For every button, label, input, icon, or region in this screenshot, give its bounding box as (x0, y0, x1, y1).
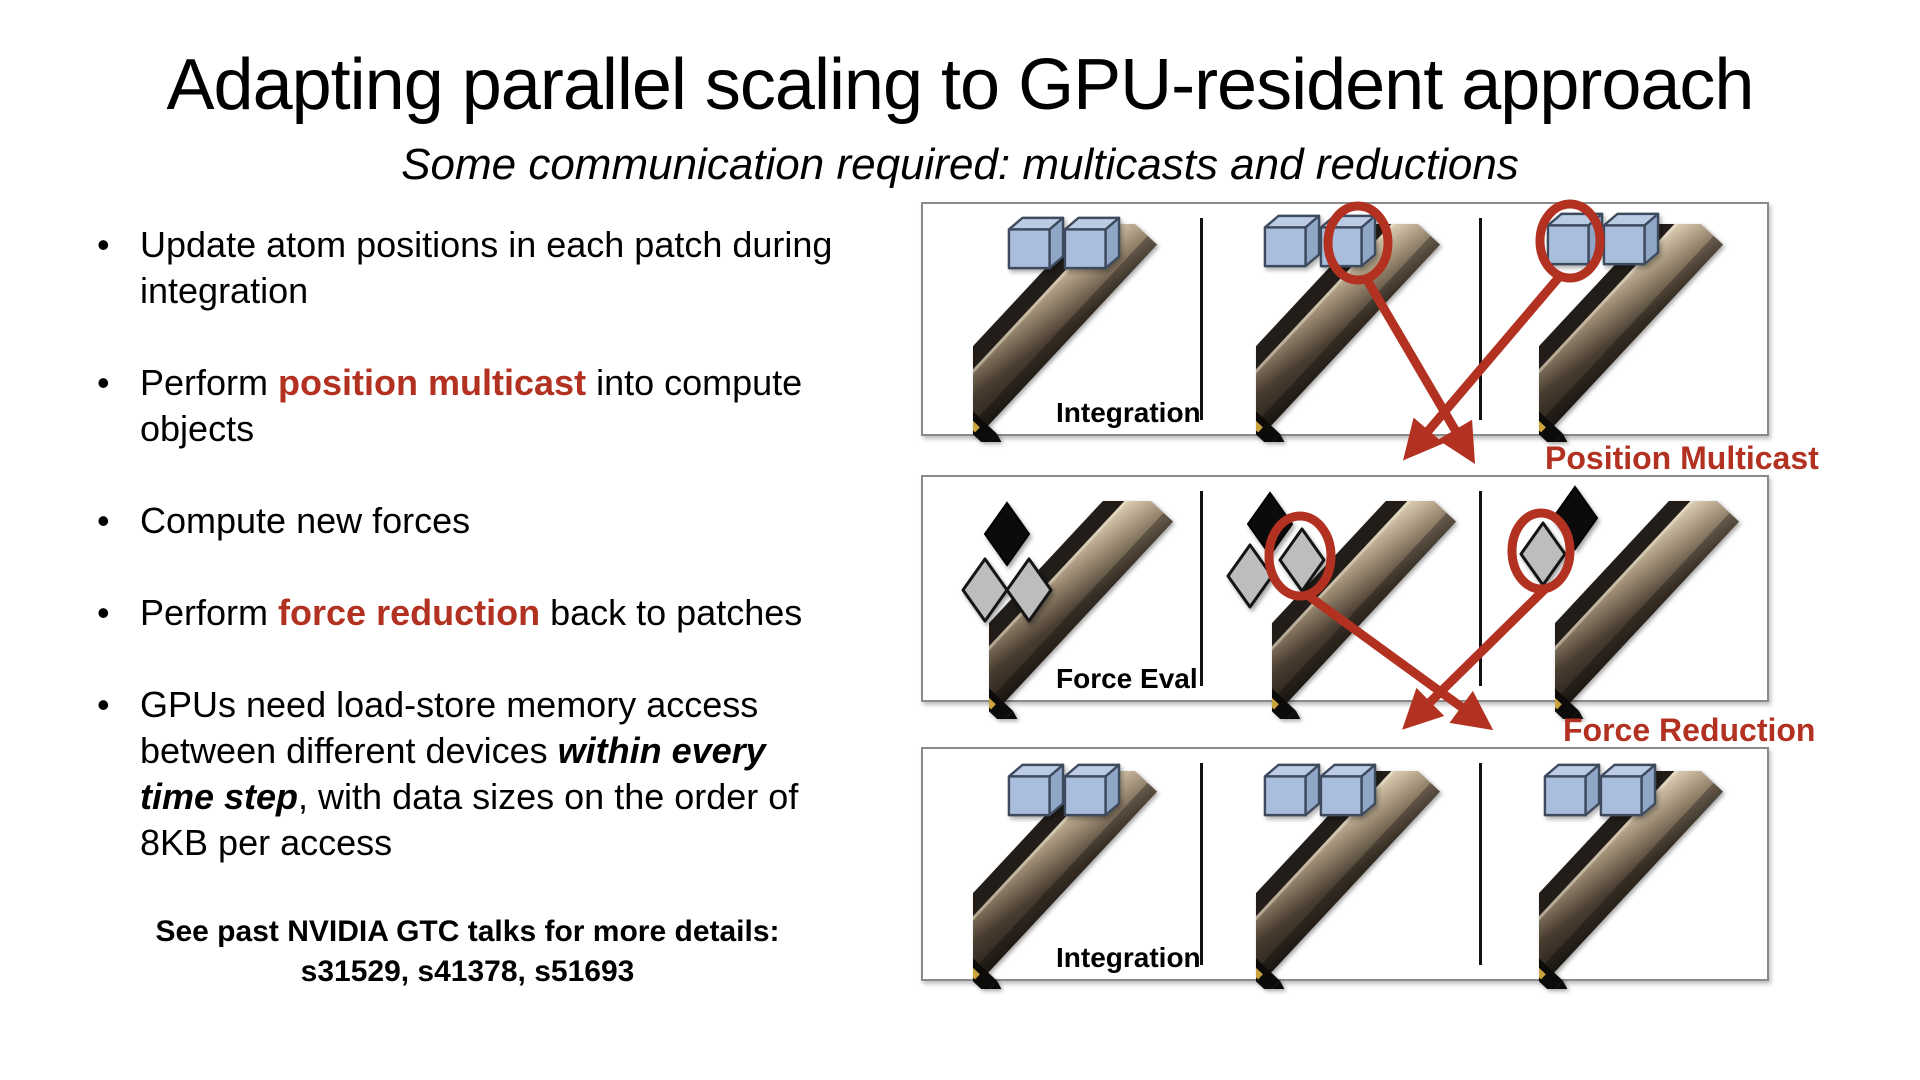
gpu-section (1489, 204, 1771, 434)
gpu-section (1206, 477, 1488, 700)
cube-icon (1317, 761, 1379, 819)
cube-icon (1061, 761, 1123, 819)
diamond-icon (961, 557, 1009, 623)
bullet-item: Perform position multicast into compute … (95, 360, 840, 452)
bullet-item: Update atom positions in each patch duri… (95, 222, 840, 314)
gpu-section (1206, 749, 1488, 979)
force-reduction-label: Force Reduction (1563, 712, 1816, 748)
footnote-line1: See past NVIDIA GTC talks for more detai… (155, 915, 780, 948)
cube-icon (1005, 214, 1067, 272)
cube-icon (1600, 210, 1662, 268)
cube-icon (1261, 761, 1323, 819)
panel-force-eval: Force Eval (921, 475, 1769, 702)
footnote-line2: s31529, s41378, s51693 (300, 955, 635, 988)
gpu-section (1489, 749, 1771, 979)
panel-divider (1200, 491, 1203, 686)
cube-icon (1317, 212, 1379, 270)
panel-label: Integration (1056, 397, 1201, 428)
cube-icon (1061, 214, 1123, 272)
diamond-icon (1005, 557, 1053, 623)
panel-divider (1479, 763, 1482, 965)
footnote: See past NVIDIA GTC talks for more detai… (95, 912, 840, 992)
cube-icon (1544, 210, 1606, 268)
diamond-icon (1278, 527, 1326, 593)
cube-icon (1005, 761, 1067, 819)
panel-divider (1200, 218, 1203, 420)
page-subtitle: Some communication required: multicasts … (401, 140, 1519, 189)
panel-label: Force Eval (1056, 663, 1198, 694)
cube-icon (1261, 212, 1323, 270)
cube-icon (1597, 761, 1659, 819)
page-title: Adapting parallel scaling to GPU-residen… (166, 45, 1755, 125)
gpu-section: Integration (923, 749, 1205, 979)
bullet-item: Compute new forces (95, 498, 840, 544)
bullet-item: Perform force reduction back to patches (95, 590, 840, 636)
gpu-section (1489, 477, 1771, 700)
gpu-section: Force Eval (923, 477, 1205, 700)
bullet-column: Update atom positions in each patch duri… (95, 222, 840, 992)
diamond-icon (1519, 521, 1567, 587)
position-multicast-label: Position Multicast (1545, 440, 1819, 476)
bullet-item: GPUs need load-store memory access betwe… (95, 682, 840, 866)
cube-icon (1541, 761, 1603, 819)
gpu-section: Integration (923, 204, 1205, 434)
gpu-section (1206, 204, 1488, 434)
panel-integration-bottom: Integration (921, 747, 1769, 981)
panel-integration-top: Integration (921, 202, 1769, 436)
panel-label: Integration (1056, 942, 1201, 973)
bullet-list: Update atom positions in each patch duri… (95, 222, 840, 866)
diamond-icon (1226, 543, 1274, 609)
panel-divider (1200, 763, 1203, 965)
